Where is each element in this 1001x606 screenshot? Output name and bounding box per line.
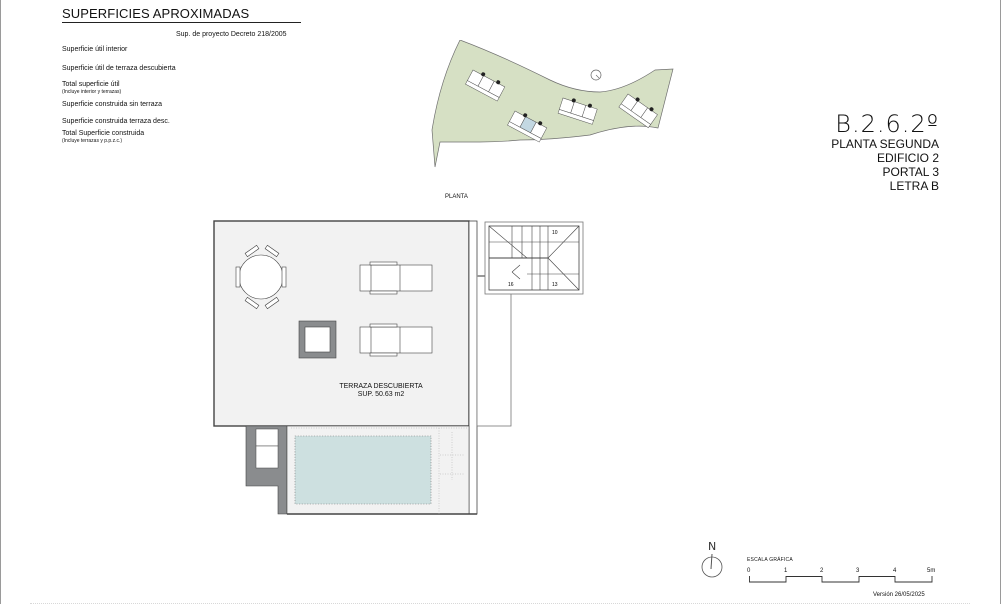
stair-number-16: 16	[508, 282, 514, 288]
corridor	[476, 275, 512, 427]
scale-tick: 5m	[927, 568, 936, 574]
surface-note: (Incluye terrazas y p.p.z.c.)	[62, 138, 123, 144]
svg-text:N: N	[708, 540, 716, 553]
surfaces-title: SUPERFICIES APROXIMADAS	[62, 6, 301, 23]
unit-building: EDIFICIO 2	[876, 151, 939, 165]
scale-bar	[749, 576, 933, 583]
north-arrow-icon: N	[701, 540, 723, 578]
staircase: 10 13 16	[484, 221, 584, 295]
terrace-label: TERRAZA DESCUBIERTA SUP. 50.63 m2	[326, 383, 436, 399]
site-north-icon	[590, 69, 602, 81]
surface-item-built-terrace: Superficie construida terraza desc.	[62, 118, 170, 126]
building-cluster-1	[465, 69, 506, 102]
pool	[294, 435, 432, 505]
scale-tick: 1	[784, 568, 788, 574]
building-cluster-3	[557, 97, 598, 125]
surface-label: Superficie útil de terraza descubierta	[62, 65, 176, 72]
scale-tick: 4	[893, 568, 897, 574]
unit-identification: B.2.6.2º PLANTA SEGUNDA EDIFICIO 2 PORTA…	[831, 111, 939, 193]
scale-tick: 0	[747, 568, 751, 574]
building-cluster-2	[507, 110, 548, 143]
surface-item-built-no-terrace: Superficie construida sin terraza	[62, 101, 162, 109]
surface-label: Superficie construida terraza desc.	[62, 118, 170, 125]
unit-letter: LETRA B	[889, 179, 939, 193]
unit-floor: PLANTA SEGUNDA	[831, 137, 939, 151]
floor-plan: 10 13 16	[213, 220, 584, 515]
version-label: Versión 26/05/2025	[873, 592, 925, 598]
surface-note: (Incluye interior y terrazas)	[62, 89, 122, 95]
surface-label: Superficie construida sin terraza	[62, 101, 162, 108]
surface-label: Total superficie útil	[62, 81, 120, 88]
bottom-border	[30, 603, 970, 605]
sun-lounger-2	[359, 323, 433, 357]
stair-number-10: 10	[552, 230, 558, 236]
surface-item-total-useful: Total superficie útil (Incluye interior …	[62, 81, 121, 95]
terrace-area-value: SUP. 50.63 m2	[357, 391, 405, 398]
site-plan	[431, 40, 674, 168]
surface-item-useful-interior: Superficie útil interior	[62, 46, 127, 54]
surface-item-useful-terrace: Superficie útil de terraza descubierta	[62, 65, 176, 73]
dining-table	[235, 244, 287, 310]
scale-tick: 2	[820, 568, 824, 574]
scale-tick: 3	[856, 568, 860, 574]
stair-number-13: 13	[552, 282, 558, 288]
terrace-name: TERRAZA DESCUBIERTA	[339, 383, 423, 390]
building-cluster-4	[618, 93, 658, 129]
plan-label: PLANTA	[445, 194, 468, 200]
planter	[298, 320, 337, 359]
unit-portal: PORTAL 3	[882, 165, 939, 179]
surfaces-subtitle: Sup. de proyecto Decreto 218/2005	[176, 31, 287, 38]
surface-label: Superficie útil interior	[62, 46, 128, 53]
sun-lounger-1	[359, 261, 433, 295]
surface-label: Total Superficie construida	[62, 130, 145, 137]
scale-title: ESCALA GRÁFICA	[747, 557, 793, 563]
unit-code: B.2.6.2º	[835, 110, 939, 138]
surface-item-total-built: Total Superficie construida (Incluye ter…	[62, 130, 144, 144]
